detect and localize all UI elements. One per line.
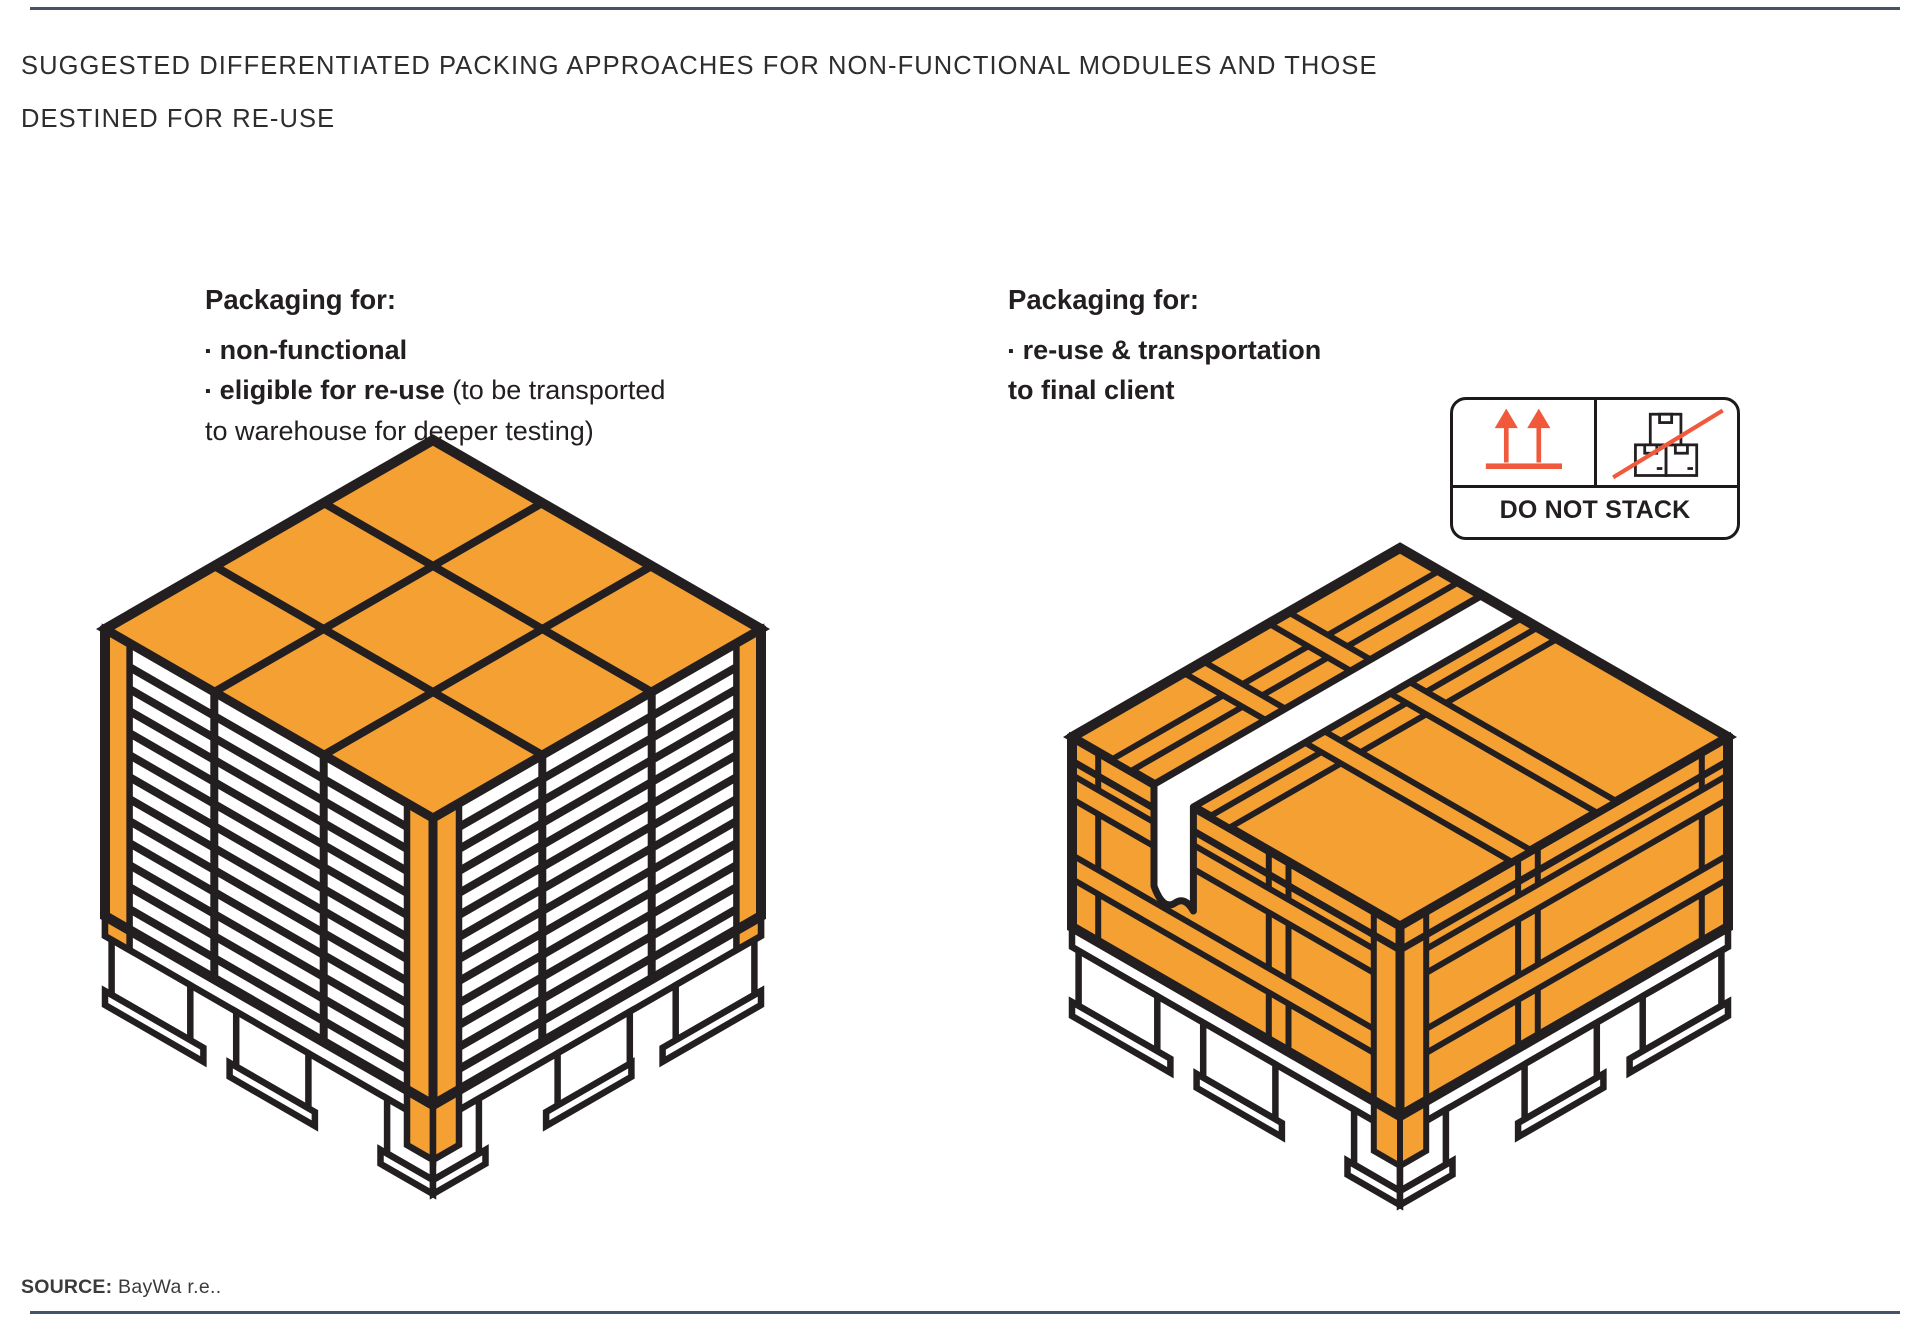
module-stack [103,629,763,1105]
left-note-item2: ▪eligible for re-use (to be transported [205,375,666,405]
lid-battens [1105,567,1623,866]
module-slats-right [431,649,763,1088]
pallet [101,910,765,1200]
packing-strap [1150,591,1525,915]
this-way-up-cell [1453,400,1597,485]
source-note: SOURCE: BayWa r.e.. [21,1276,221,1299]
do-not-stack-pictograms [1453,400,1737,485]
module-slats-left [103,649,435,1088]
do-not-stack-icon-cell [1597,400,1738,485]
figure-title-line1: SUGGESTED DIFFERENTIATED PACKING APPROAC… [21,52,1378,80]
pallet [1068,921,1732,1211]
stack-dividers [210,692,656,1042]
do-not-stack-text: DO NOT STACK [1453,485,1737,533]
right-note-item1: ▪re-use & transportation [1008,334,1322,365]
top-cover-grid [212,499,654,759]
crate-battens [1069,731,1731,1172]
stack-outline [100,434,766,1111]
do-not-stack-label: DO NOT STACK [1450,397,1740,540]
bullet-icon: ▪ [205,342,211,360]
crate-body [1072,737,1728,1116]
source-label: SOURCE: [21,1276,113,1298]
figure-title-line2: DESTINED FOR RE-USE [21,105,336,133]
this-way-up-icon [1486,408,1563,469]
left-packaging-note: Packaging for: ▪non-functional ▪eligible… [205,281,765,450]
left-note-item2-continuation: to warehouse for deeper testing) [205,415,594,446]
crate-lid-lines [1070,757,1730,955]
bullet-icon: ▪ [205,383,211,400]
crate-front-edges [1069,733,1731,1116]
figure-title: SUGGESTED DIFFERENTIATED PACKING APPROAC… [21,40,1721,146]
right-note-heading: Packaging for: [1008,284,1200,315]
top-rule [30,7,1900,10]
top-cover [95,434,771,824]
right-packaging-note: Packaging for: ▪re-use & transportation … [1008,281,1468,410]
left-note-item1: ▪non-functional [205,334,408,365]
bottom-rule [30,1311,1900,1314]
stack-corner-edges [102,625,764,1105]
left-note-heading: Packaging for: [205,284,397,315]
crate-lid [1062,542,1738,932]
bullet-icon: ▪ [1008,342,1014,360]
source-value: BayWa r.e.. [118,1276,222,1298]
do-not-stack-icon [1611,408,1724,479]
crate-outline [1067,542,1733,1122]
corner-posts [101,623,765,1166]
right-note-item1-continuation: to final client [1008,375,1175,405]
